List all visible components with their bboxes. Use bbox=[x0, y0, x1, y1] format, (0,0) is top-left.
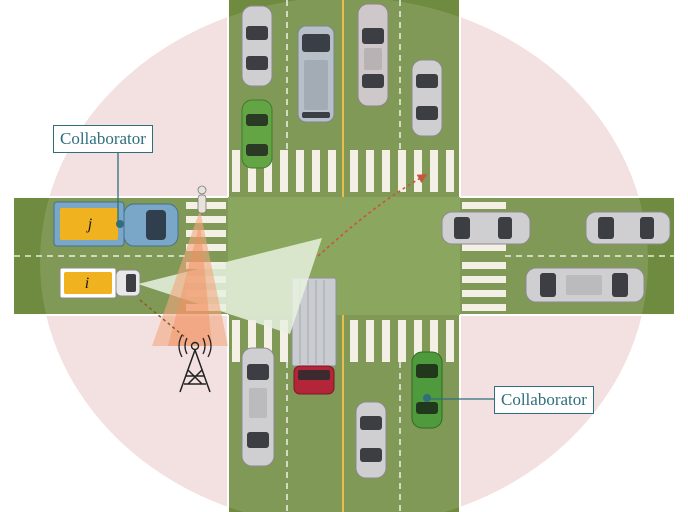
truck-i bbox=[59, 267, 141, 299]
road-network bbox=[14, 0, 674, 512]
car bbox=[355, 401, 387, 479]
vehicle-label-j: j bbox=[87, 216, 93, 233]
vehicle-group-south bbox=[241, 277, 443, 479]
collaborator-callout-left: Collaborator bbox=[53, 125, 153, 153]
truck-j bbox=[53, 201, 179, 247]
car bbox=[411, 59, 443, 137]
v2i-link bbox=[139, 299, 187, 339]
collaborator-car-south bbox=[411, 351, 443, 429]
vehicle-label-i: i bbox=[84, 275, 90, 292]
truck bbox=[291, 277, 337, 395]
infrastructure-field-of-view bbox=[152, 210, 228, 346]
vehicle-group-north bbox=[241, 3, 443, 169]
cell-tower-icon bbox=[178, 334, 212, 393]
van bbox=[297, 25, 335, 123]
car bbox=[585, 211, 671, 245]
car bbox=[241, 5, 273, 87]
car bbox=[525, 267, 645, 303]
pedestrian-icon bbox=[197, 185, 207, 214]
collaborator-callout-right: Collaborator bbox=[494, 386, 594, 414]
ego-field-of-view bbox=[138, 238, 322, 334]
car bbox=[241, 347, 275, 467]
car bbox=[241, 99, 273, 169]
car bbox=[441, 211, 531, 245]
vehicle-group-east bbox=[441, 211, 671, 303]
car bbox=[357, 3, 389, 107]
